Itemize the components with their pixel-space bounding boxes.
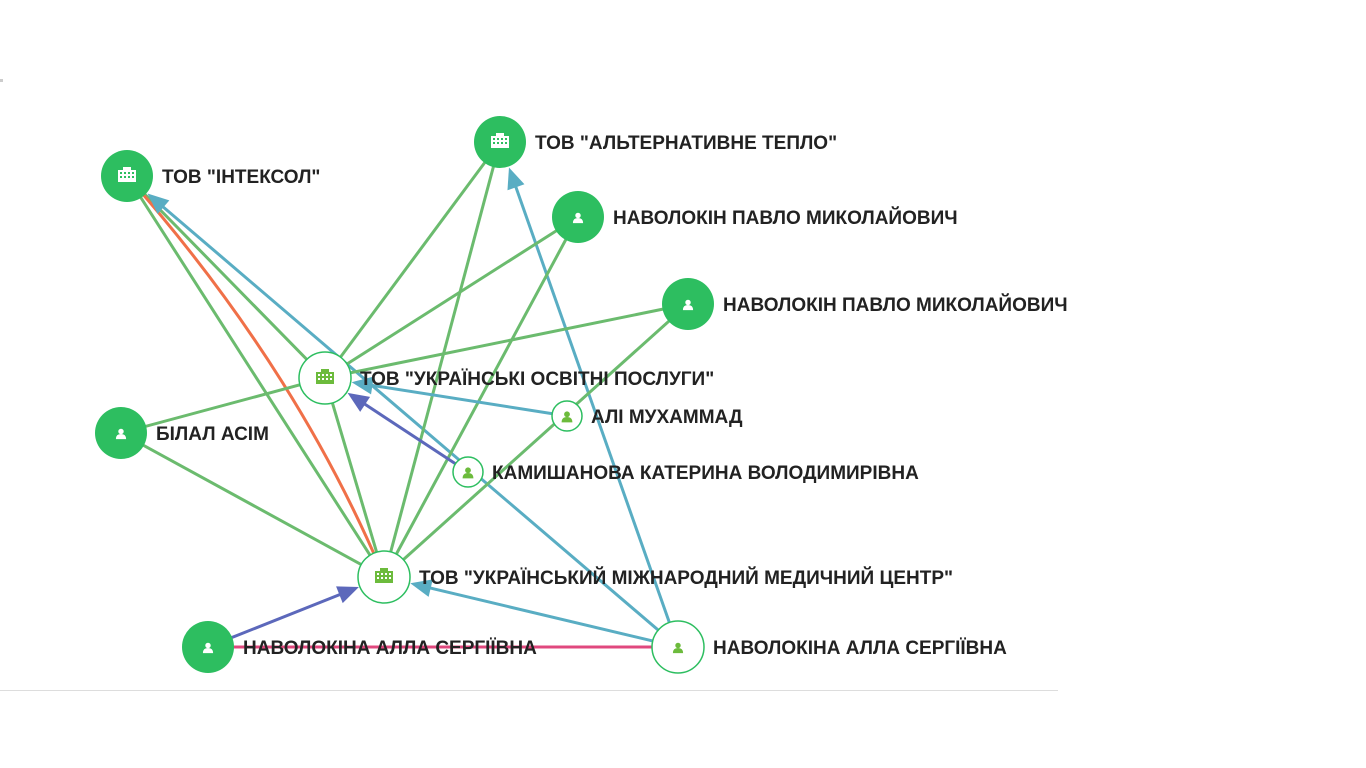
building-icon <box>375 568 393 583</box>
edge-navolokin2-ummc[interactable] <box>382 302 690 579</box>
building-icon <box>118 167 136 182</box>
node-navolokin1[interactable]: НАВОЛОКІН ПАВЛО МИКОЛАЙОВИЧ <box>552 191 958 243</box>
node-label[interactable]: КАМИШАНОВА КАТЕРИНА ВОЛОДИМИРІВНА <box>492 463 919 484</box>
node-label[interactable]: ТОВ "УКРАЇНСЬКИЙ МІЖНАРОДНИЙ МЕДИЧНИЙ ЦЕ… <box>419 567 953 589</box>
person-icon <box>202 642 214 654</box>
node-alla1[interactable]: НАВОЛОКІНА АЛЛА СЕРГІЇВНА <box>182 621 537 673</box>
edge-alla2-intexsol[interactable] <box>159 203 679 649</box>
arrow-head-icon <box>351 376 374 395</box>
node-label[interactable]: ТОВ "АЛЬТЕРНАТИВНЕ ТЕПЛО" <box>535 133 837 154</box>
arrow-head-icon <box>410 579 433 597</box>
node-label[interactable]: НАВОЛОКІН ПАВЛО МИКОЛАЙОВИЧ <box>613 207 958 229</box>
node-navolokin2[interactable]: НАВОЛОКІН ПАВЛО МИКОЛАЙОВИЧ <box>662 278 1068 330</box>
node-label[interactable]: ТОВ "УКРАЇНСЬКІ ОСВІТНІ ПОСЛУГИ" <box>360 369 714 390</box>
nodes-layer: ТОВ "ІНТЕКСОЛ" ТОВ "АЛЬТЕРНАТИВНЕ ТЕПЛО" Н… <box>95 116 1068 674</box>
node-label[interactable]: БІЛАЛ АСІМ <box>156 424 269 445</box>
edge-intexsol-ummc[interactable] <box>125 175 386 578</box>
node-ummc[interactable]: ТОВ "УКРАЇНСЬКИЙ МІЖНАРОДНИЙ МЕДИЧНИЙ ЦЕ… <box>357 550 953 604</box>
building-icon <box>491 133 509 148</box>
arrow-head-icon <box>507 167 525 191</box>
node-bilal[interactable]: БІЛАЛ АСІМ <box>95 407 269 459</box>
edges-layer <box>120 141 690 649</box>
node-intexsol[interactable]: ТОВ "ІНТЕКСОЛ" <box>101 150 320 202</box>
edge-bilal-ummc[interactable] <box>120 431 385 579</box>
arrow-head-icon <box>336 586 359 604</box>
divider <box>0 690 1058 691</box>
edge-alt_teplo-ummc[interactable] <box>382 141 502 578</box>
edge-alt_teplo-uop[interactable] <box>323 141 502 379</box>
person-icon <box>115 428 127 440</box>
edge-uop-ummc[interactable] <box>323 377 386 578</box>
person-icon <box>672 642 684 654</box>
node-kamyshanova[interactable]: КАМИШАНОВА КАТЕРИНА ВОЛОДИМИРІВНА <box>452 456 919 488</box>
node-label[interactable]: НАВОЛОКІНА АЛЛА СЕРГІЇВНА <box>243 638 537 659</box>
node-label[interactable]: АЛІ МУХАММАД <box>591 407 743 428</box>
edge-kamyshanova-uop[interactable] <box>360 400 469 474</box>
person-icon <box>561 411 573 423</box>
node-label[interactable]: НАВОЛОКІНА АЛЛА СЕРГІЇВНА <box>713 638 1007 659</box>
edge-alla2-ummc[interactable] <box>426 585 679 649</box>
node-alt_teplo[interactable]: ТОВ "АЛЬТЕРНАТИВНЕ ТЕПЛО" <box>474 116 837 168</box>
edge-navolokin2-uop[interactable] <box>324 302 689 380</box>
edge-alla2-alt_teplo[interactable] <box>513 182 680 648</box>
building-icon <box>316 369 334 384</box>
node-label[interactable]: ТОВ "ІНТЕКСОЛ" <box>162 167 320 188</box>
edge-navolokin1-uop[interactable] <box>324 215 579 380</box>
person-icon <box>682 299 694 311</box>
edge-intexsol-ummc[interactable] <box>125 175 386 578</box>
edge-navolokin1-ummc[interactable] <box>382 216 580 578</box>
arrow-head-icon <box>147 193 170 215</box>
node-uop[interactable]: ТОВ "УКРАЇНСЬКІ ОСВІТНІ ПОСЛУГИ" <box>298 351 714 405</box>
edge-ali-uop[interactable] <box>368 383 568 418</box>
arrow-head-icon <box>347 392 371 412</box>
edge-bilal-uop[interactable] <box>120 376 326 435</box>
person-icon <box>462 467 474 479</box>
node-label[interactable]: НАВОЛОКІН ПАВЛО МИКОЛАЙОВИЧ <box>723 294 1068 316</box>
corner-mark <box>0 79 3 82</box>
node-ali[interactable]: АЛІ МУХАММАД <box>551 400 743 432</box>
person-icon <box>572 212 584 224</box>
node-alla2[interactable]: НАВОЛОКІНА АЛЛА СЕРГІЇВНА <box>651 620 1007 674</box>
